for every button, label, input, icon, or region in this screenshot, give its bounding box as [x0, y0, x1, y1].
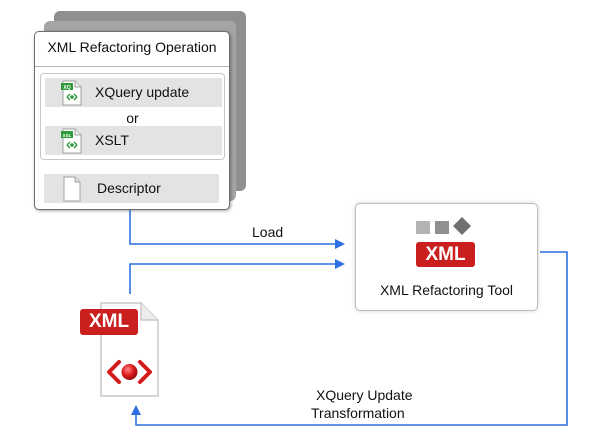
- xslt-row: XSL XSLT: [45, 126, 222, 155]
- xslt-label: XSLT: [95, 132, 129, 148]
- xslt-file-icon: XSL: [61, 128, 82, 154]
- xquery-update-label: XQuery update: [95, 84, 190, 100]
- return-edge-label-line1: XQuery Update: [316, 387, 413, 403]
- operation-card-title: XML Refactoring Operation: [47, 39, 217, 55]
- xml-refactoring-operation-card: XML Refactoring Operation XQ XQuery upda…: [34, 31, 230, 210]
- tool-shapes-icon: [416, 217, 471, 235]
- tool-xml-badge: XML: [416, 242, 475, 267]
- transformation-return-arrow: [131, 251, 568, 426]
- descriptor-file-icon: [63, 176, 81, 202]
- svg-text:XSL: XSL: [63, 133, 72, 138]
- load-edge-label: Load: [252, 224, 284, 240]
- xml-refactoring-tool-box: XML XML Refactoring Tool: [355, 203, 538, 311]
- return-edge-label-line2: Transformation: [311, 405, 405, 421]
- load-arrow: [129, 210, 345, 249]
- input-document-arrow: [129, 259, 345, 294]
- descriptor-label: Descriptor: [97, 180, 161, 196]
- title-divider: [35, 66, 229, 67]
- xquery-update-row: XQ XQuery update: [45, 78, 222, 107]
- svg-text:XQ: XQ: [63, 85, 70, 91]
- descriptor-row: Descriptor: [44, 174, 219, 203]
- or-separator: or: [126, 110, 139, 126]
- document-xml-badge: XML: [80, 309, 138, 335]
- xquery-file-icon: XQ: [61, 80, 82, 106]
- tool-label: XML Refactoring Tool: [379, 282, 514, 298]
- script-options-group: XQ XQuery update or XSL XSLT: [40, 73, 225, 160]
